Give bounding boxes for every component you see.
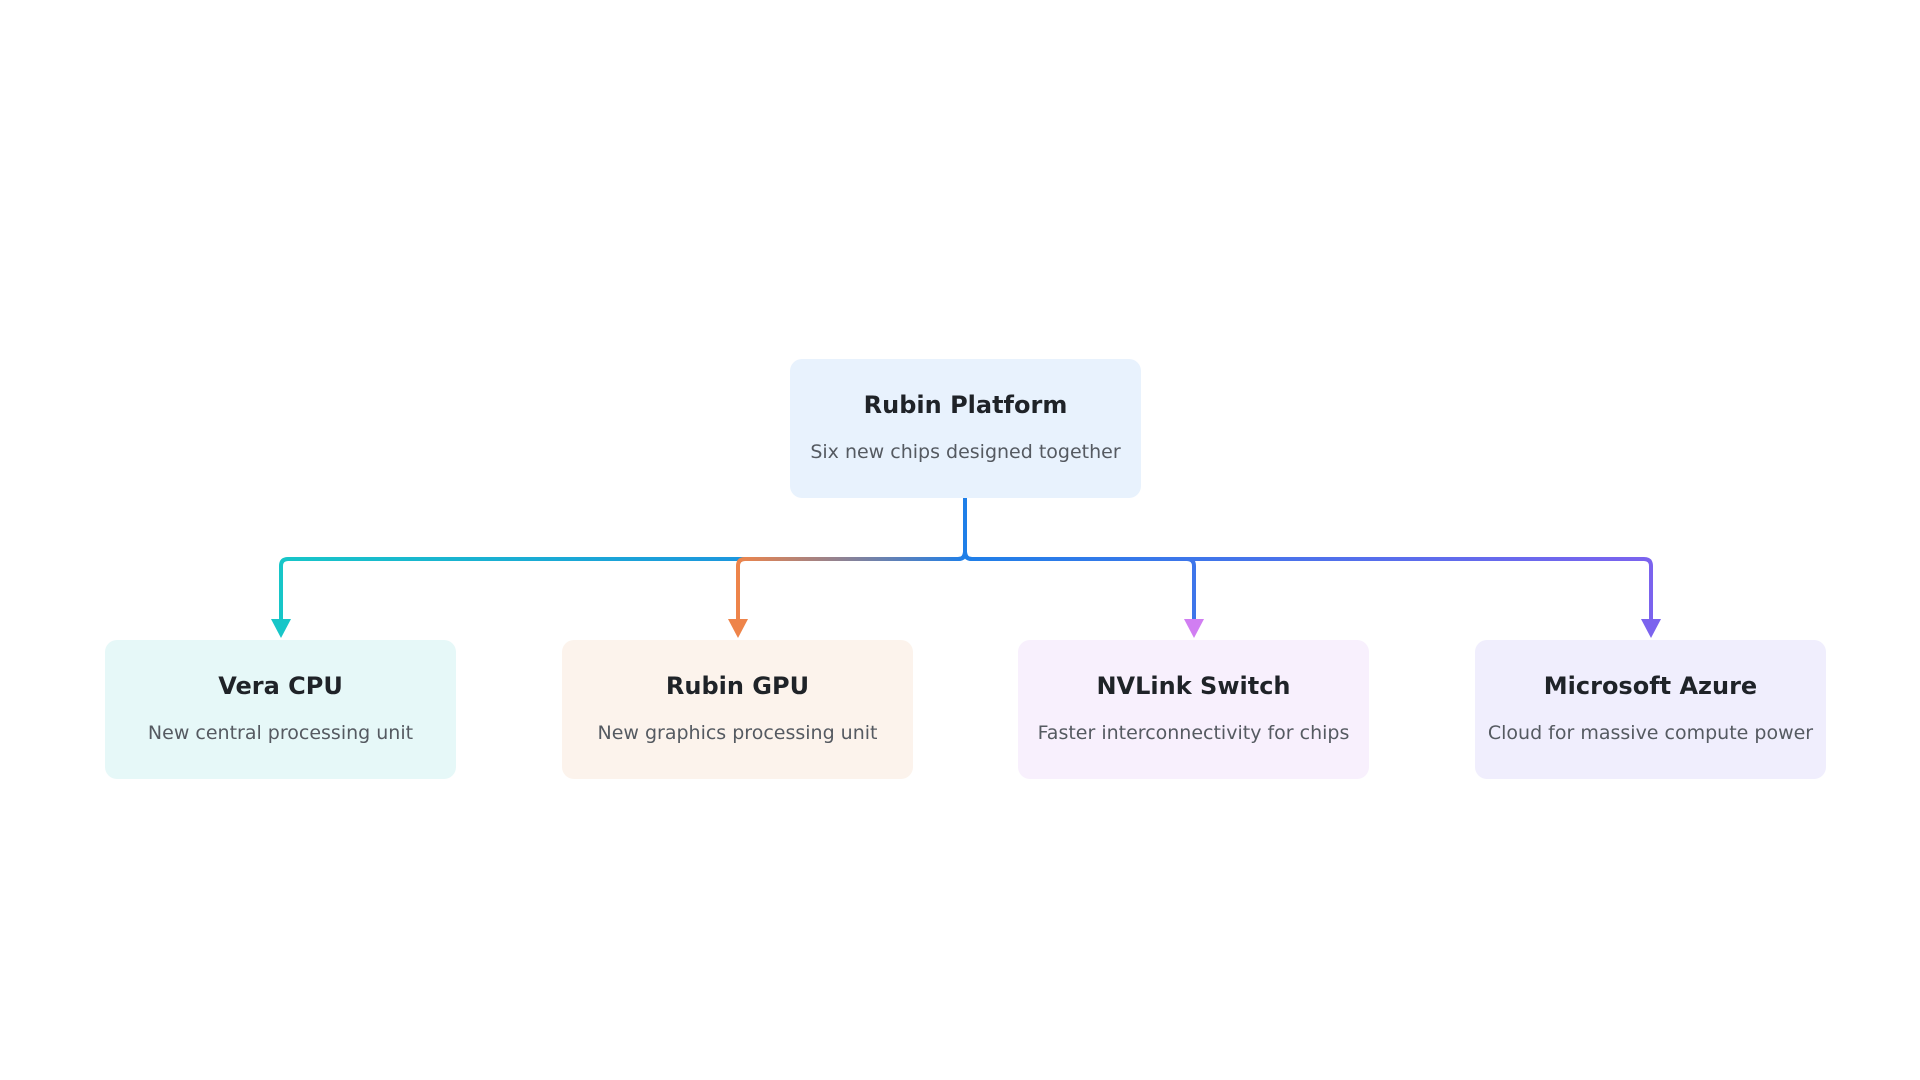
- connector-to-microsoft-azure: [963, 551, 1653, 621]
- root-node-title: Rubin Platform: [863, 390, 1068, 419]
- child-node-nvlink-switch: NVLink Switch Faster interconnectivity f…: [1018, 640, 1369, 779]
- child-node-vera-cpu: Vera CPU New central processing unit: [105, 640, 456, 779]
- root-node-rubin-platform: Rubin Platform Six new chips designed to…: [790, 359, 1141, 498]
- child-node-title: Rubin GPU: [665, 671, 810, 700]
- child-node-title: Microsoft Azure: [1543, 671, 1758, 700]
- child-node-description: Cloud for massive compute power: [1487, 721, 1814, 744]
- arrowhead-rubin-gpu: [728, 619, 748, 638]
- connector-to-rubin-gpu: [736, 551, 967, 621]
- child-node-rubin-gpu: Rubin GPU New graphics processing unit: [562, 640, 913, 779]
- connector-to-nvlink-switch: [963, 551, 1196, 621]
- child-node-description: Faster interconnectivity for chips: [1037, 721, 1350, 744]
- root-node-description: Six new chips designed together: [810, 440, 1121, 463]
- child-node-microsoft-azure: Microsoft Azure Cloud for massive comput…: [1475, 640, 1826, 779]
- arrowhead-nvlink-switch: [1184, 619, 1204, 638]
- child-node-title: NVLink Switch: [1096, 671, 1291, 700]
- arrowhead-vera-cpu: [271, 619, 291, 638]
- arrowhead-microsoft-azure: [1641, 619, 1661, 638]
- connector-to-vera-cpu: [279, 551, 967, 621]
- child-node-description: New graphics processing unit: [597, 721, 878, 744]
- child-node-title: Vera CPU: [218, 671, 343, 700]
- child-node-description: New central processing unit: [147, 721, 414, 744]
